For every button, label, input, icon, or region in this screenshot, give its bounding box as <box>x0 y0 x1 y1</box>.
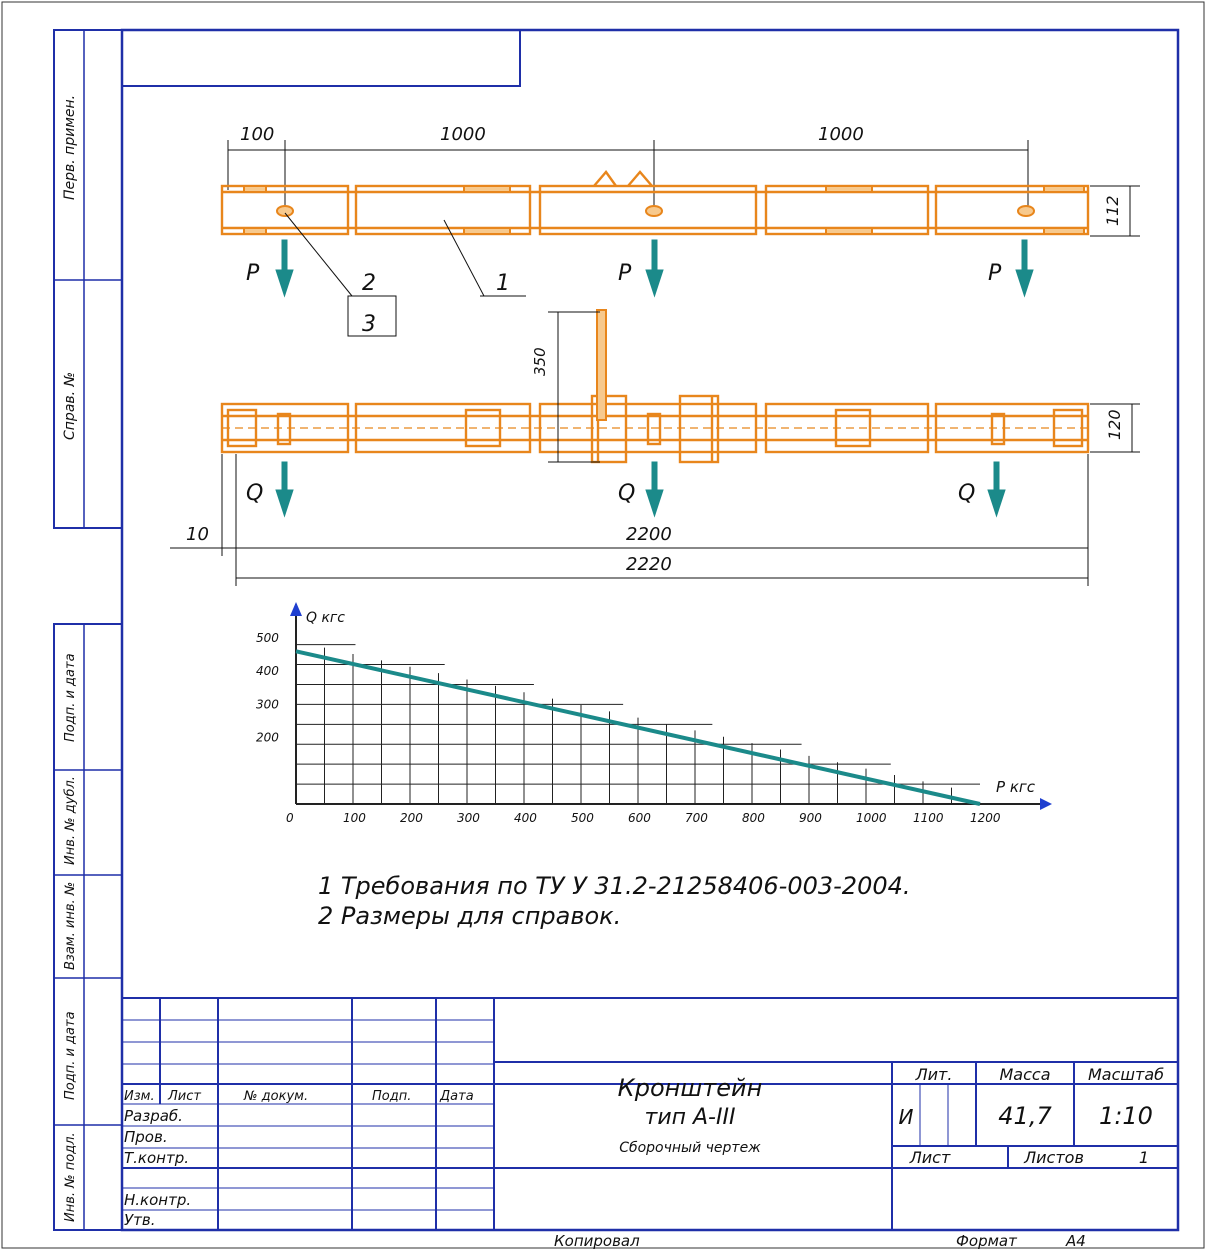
chart-y-tick-label: 400 <box>256 664 279 678</box>
tb-scale-label: Масштаб <box>1088 1065 1164 1084</box>
dim-112: 112 <box>1103 195 1122 226</box>
tb-mass-label: Масса <box>999 1065 1050 1084</box>
chart-y-tick-label: 500 <box>256 631 279 645</box>
side-label-podp2: Подп. и дата <box>63 1011 78 1100</box>
chart-y-arrow <box>290 602 302 616</box>
tb-doc-type: Сборочный чертеж <box>619 1140 761 1156</box>
tb-role-prov: Пров. <box>124 1128 168 1146</box>
side-label-inv-dubl: Инв. № дубл. <box>63 776 78 865</box>
chart-x-tick-label: 100 <box>343 811 366 825</box>
top-beam <box>220 170 1090 236</box>
dim-10: 10 <box>186 524 209 545</box>
chart-x-tick-label: 1200 <box>970 811 1001 825</box>
tb-role-razrab: Разраб. <box>124 1107 183 1125</box>
label-p-3: P <box>988 261 1002 286</box>
tb-role-utv: Утв. <box>124 1211 156 1229</box>
tb-title-line1: Кронштейн <box>618 1074 763 1102</box>
side-label-podp1: Подп. и дата <box>63 653 78 742</box>
label-q-3: Q <box>958 481 975 506</box>
tb-sheets-value: 1 <box>1139 1148 1149 1167</box>
tb-header-docum: № докум. <box>243 1089 308 1104</box>
note-1: 1 Требования по ТУ У 31.2-21258406-003-2… <box>318 872 911 900</box>
tb-role-nkontr: Н.контр. <box>124 1191 191 1209</box>
tb-sheets-label: Листов <box>1023 1148 1084 1167</box>
chart-x-tick-label: 1000 <box>856 811 887 825</box>
load-chart: 500 400 300 200 0 100 200 300 400 500 600 700 800 900… <box>256 602 1052 825</box>
label-p-1: P <box>246 261 260 286</box>
dim-1000-right: 1000 <box>818 124 864 145</box>
footer-format-label: Формат <box>956 1232 1018 1250</box>
tb-mass-value: 41,7 <box>998 1102 1052 1130</box>
label-q-1: Q <box>246 481 263 506</box>
dim-1000-left: 1000 <box>440 124 486 145</box>
chart-x-tick-label: 700 <box>685 811 708 825</box>
callout-1: 1 <box>496 271 510 296</box>
tb-header-data: Дата <box>439 1089 474 1104</box>
tb-scale-value: 1:10 <box>1099 1102 1153 1130</box>
load-arrows-q: Q Q Q <box>246 461 1006 518</box>
side-label-sprav: Справ. № <box>62 372 78 440</box>
chart-series-line <box>295 649 981 806</box>
label-p-2: P <box>618 261 632 286</box>
tb-sheet-label: Лист <box>909 1148 951 1167</box>
tb-lit-label: Лит. <box>915 1065 953 1084</box>
callout-2: 2 <box>362 271 376 296</box>
tb-title-line2: тип А-III <box>645 1105 736 1130</box>
footer-format-value: А4 <box>1065 1232 1086 1250</box>
side-label-vzam: Взам. инв. № <box>63 882 78 970</box>
bottom-view: 350 120 Q Q Q 10 2200 2220 <box>170 309 1140 586</box>
chart-y-tick-label: 300 <box>256 697 279 711</box>
top-left-box <box>121 29 521 87</box>
top-view: 100 1000 1000 112 <box>220 124 1140 337</box>
chart-y-label: Q кгс <box>306 610 345 626</box>
chart-x-tick-label: 200 <box>400 811 423 825</box>
side-label-inv-podl: Инв. № подл. <box>63 1132 78 1222</box>
chart-x-tick-label: 900 <box>799 811 822 825</box>
chart-x-tick-label: 0 <box>286 811 294 825</box>
dim-2200: 2200 <box>626 524 672 545</box>
load-arrows-p: P P P <box>246 239 1034 298</box>
side-label-perv: Перв. примен. <box>62 95 78 200</box>
title-block: Изм. Лист № докум. Подп. Дата Разраб. Пр… <box>122 997 1178 1230</box>
chart-y-tick-label: 200 <box>256 731 279 745</box>
chart-x-arrow <box>1040 798 1052 810</box>
label-q-2: Q <box>618 481 635 506</box>
chart-x-tick-label: 800 <box>742 811 765 825</box>
dim-350: 350 <box>531 347 549 376</box>
dim-2220: 2220 <box>626 554 672 575</box>
chart-x-tick-label: 1100 <box>913 811 944 825</box>
tb-header-izm: Изм. <box>124 1089 155 1104</box>
side-columns: Перв. примен. Справ. № Подп. и дата Инв.… <box>53 29 123 1231</box>
tb-role-tkontr: Т.контр. <box>124 1149 189 1167</box>
chart-x-label: P кгс <box>996 778 1036 796</box>
callout-3: 3 <box>362 312 376 337</box>
chart-x-tick-label: 500 <box>571 811 594 825</box>
note-2: 2 Размеры для справок. <box>318 902 621 930</box>
chart-x-tick-label: 400 <box>514 811 537 825</box>
dim-120: 120 <box>1105 409 1124 440</box>
bottom-beam <box>220 309 1090 464</box>
tb-lit-value: И <box>899 1105 914 1129</box>
chart-x-tick-label: 600 <box>628 811 651 825</box>
tb-header-list: Лист <box>167 1089 201 1104</box>
tb-header-podp: Подп. <box>372 1089 411 1104</box>
footer-copied: Копировал <box>554 1232 640 1250</box>
chart-x-tick-label: 300 <box>457 811 480 825</box>
dim-100: 100 <box>240 124 274 145</box>
